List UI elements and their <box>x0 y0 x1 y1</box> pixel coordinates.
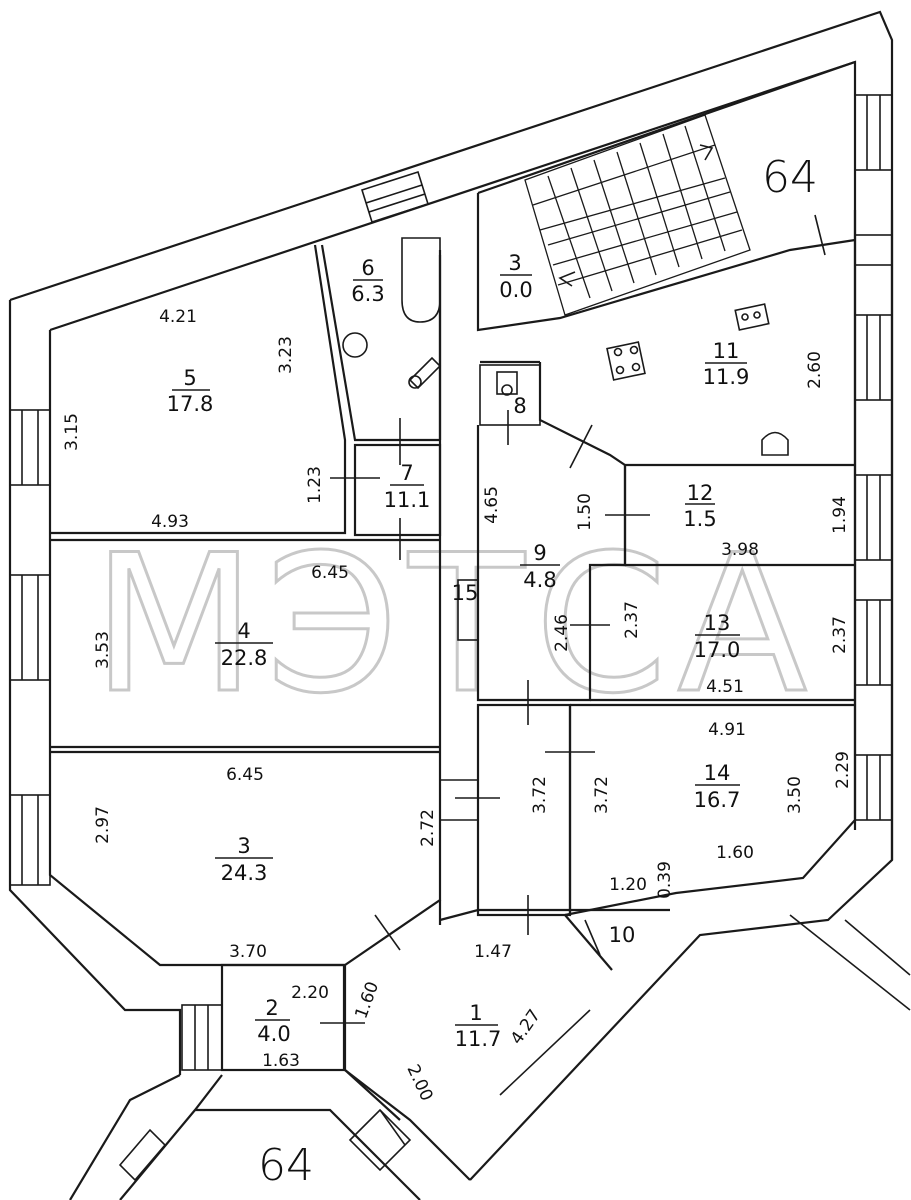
dimension-label: 1.23 <box>305 466 325 504</box>
dimension-label: 2.46 <box>552 614 572 652</box>
dimension-label: 4.51 <box>706 677 744 697</box>
dimension-label: 3.15 <box>62 413 82 451</box>
dimension-label: 6.45 <box>226 765 264 785</box>
dimension-label: 2.20 <box>291 983 329 1003</box>
room-number: 4 <box>237 619 250 643</box>
dimension-label: 3.72 <box>530 776 550 814</box>
dimension-label: 1.60 <box>351 979 383 1021</box>
dimension-label: 1.63 <box>262 1051 300 1071</box>
dimension-label: 3.23 <box>276 336 296 374</box>
dimension-label: 3.53 <box>93 631 113 669</box>
room-number: 11 <box>713 339 740 363</box>
dimension-label: 1.94 <box>830 496 850 534</box>
staircase <box>524 114 751 316</box>
room-number: 3 <box>237 834 250 858</box>
room-area: 6.3 <box>351 282 384 306</box>
dimension-label: 1.20 <box>609 875 647 895</box>
dimension-label: 1.47 <box>474 942 512 962</box>
dimension-label: 2.37 <box>830 616 850 654</box>
toilet-icon <box>496 371 518 395</box>
dimension-label: 2.00 <box>402 1062 436 1105</box>
room-area: 11.7 <box>455 1027 502 1051</box>
toilet-icon <box>408 356 442 390</box>
dimension-label: 4.21 <box>159 307 197 327</box>
window-top <box>360 170 430 224</box>
room-number: 1 <box>469 1001 482 1025</box>
interior-walls <box>50 60 856 1121</box>
sink-icon <box>342 332 368 358</box>
windows-right <box>854 94 893 821</box>
room-number: 3 <box>508 251 521 275</box>
door-marks <box>320 214 826 1146</box>
building-number-top: 64 <box>762 152 818 203</box>
dimension-label: 2.97 <box>93 806 113 844</box>
room-labels: 5 17.8 6 6.3 3 0.0 11 11.9 7 11.1 8 12 1… <box>167 251 750 1051</box>
dimension-label: 4.91 <box>708 720 746 740</box>
room-number: 12 <box>687 481 714 505</box>
entry-area <box>69 1004 471 1200</box>
dimension-label: 2.29 <box>833 751 853 789</box>
room-number: 8 <box>513 394 526 418</box>
dimension-label: 0.39 <box>655 861 675 899</box>
dimension-label: 3.72 <box>592 776 612 814</box>
room-number: 15 <box>452 581 479 605</box>
room-area: 4.0 <box>257 1022 290 1046</box>
building-number-bottom: 64 <box>258 1140 314 1191</box>
room-number: 13 <box>704 611 731 635</box>
room-number: 7 <box>400 461 413 485</box>
room-number: 10 <box>609 923 636 947</box>
room-area: 11.9 <box>703 365 750 389</box>
room-number: 2 <box>265 996 278 1020</box>
fixtures <box>342 237 789 456</box>
stove-icon <box>734 303 770 331</box>
dimension-label: 6.45 <box>311 563 349 583</box>
room-area: 22.8 <box>221 646 268 670</box>
bathtub-icon <box>401 237 441 323</box>
dimension-label: 2.37 <box>622 601 642 639</box>
room-area: 0.0 <box>499 278 532 302</box>
room-number: 6 <box>361 256 374 280</box>
dimension-label: 3.70 <box>229 942 267 962</box>
dimension-label: 3.98 <box>721 540 759 560</box>
dimension-label: 4.65 <box>482 486 502 524</box>
room-number: 5 <box>183 366 196 390</box>
room-area: 11.1 <box>384 488 431 512</box>
dimension-label: 4.93 <box>151 512 189 532</box>
room-area: 16.7 <box>694 788 741 812</box>
room-area: 17.8 <box>167 392 214 416</box>
dimension-label: 2.72 <box>418 809 438 847</box>
windows-left <box>9 409 51 886</box>
dimension-label: 3.50 <box>785 776 805 814</box>
room-area: 4.8 <box>523 568 556 592</box>
dimension-label: 1.50 <box>575 493 595 531</box>
room-area: 17.0 <box>694 638 741 662</box>
stove-icon <box>606 341 646 381</box>
dimension-label: 1.60 <box>716 843 754 863</box>
room-area: 24.3 <box>221 861 268 885</box>
room-area: 1.5 <box>683 507 716 531</box>
dimension-label: 2.60 <box>805 351 825 389</box>
sink-icon <box>761 431 789 456</box>
dimension-label: 4.27 <box>507 1006 545 1048</box>
room-number: 14 <box>704 761 731 785</box>
room-number: 9 <box>533 541 546 565</box>
